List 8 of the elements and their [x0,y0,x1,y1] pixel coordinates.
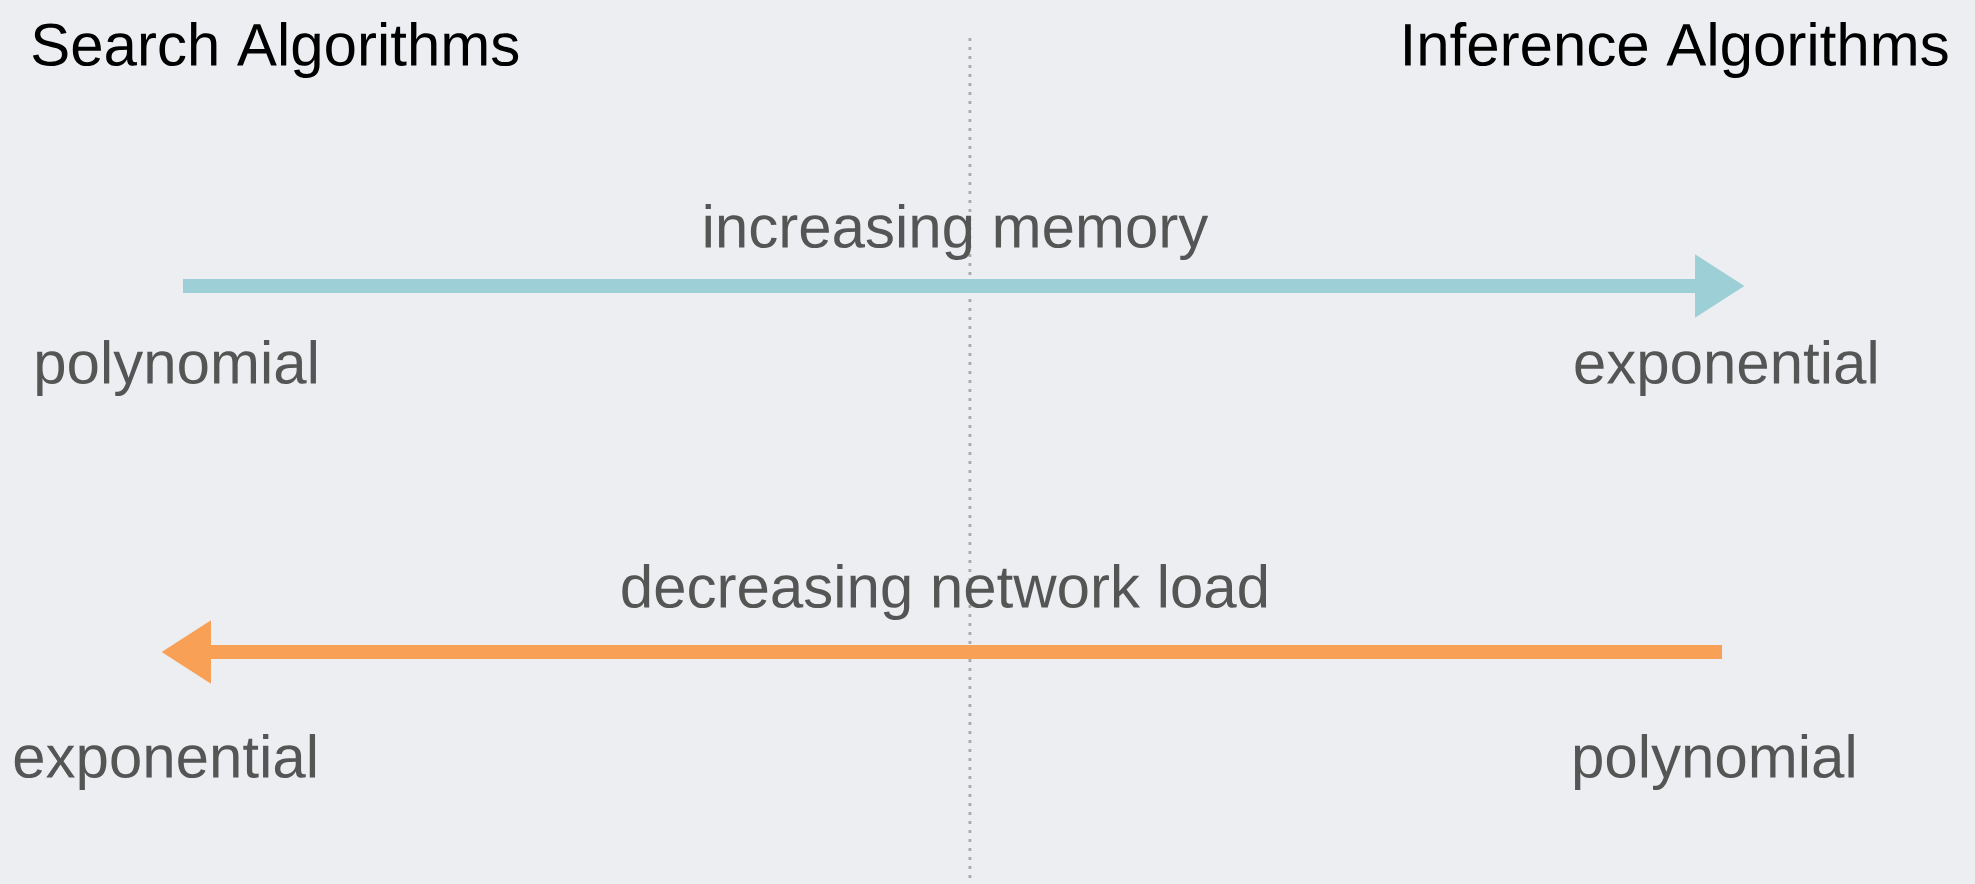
axis-caption: increasing memory [705,204,1209,260]
column-heading: Inference Algorithms [1405,22,1948,78]
column-heading: Search Algorithms [32,22,519,78]
scale-label: polynomial [37,340,316,396]
axis-caption: decreasing network load [622,564,1267,620]
scale-label: exponential [1575,340,1876,396]
scale-label: polynomial [1574,734,1854,790]
scale-label: exponential [14,734,316,790]
